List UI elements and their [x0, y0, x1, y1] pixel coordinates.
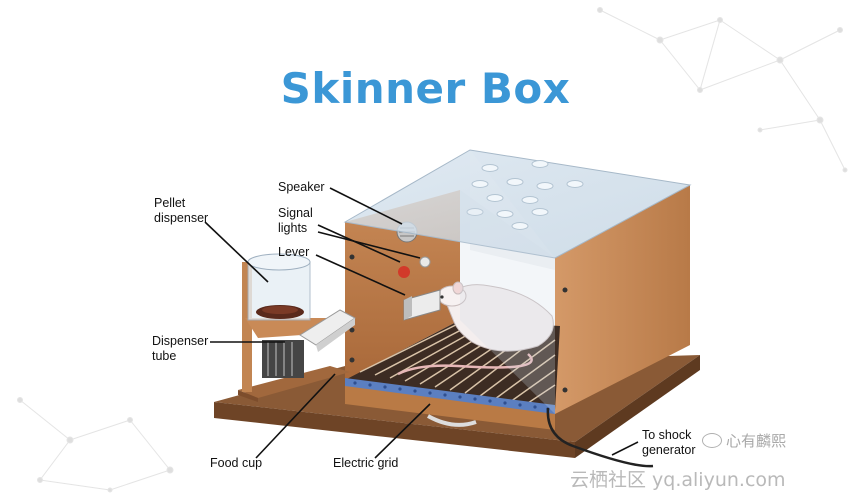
signal-lights-label-line2: lights: [278, 221, 308, 235]
rat: [397, 281, 554, 376]
glass-lid: [343, 149, 692, 259]
shock-cable: [546, 407, 654, 468]
watermark-site: 云栖社区 yq.aliyun.com: [570, 469, 786, 491]
lever-assembly: [403, 289, 441, 321]
electric-grid-label: Electric grid: [333, 456, 399, 470]
right-wall: [555, 185, 690, 414]
glass-front-pane: [460, 190, 555, 414]
pellet-dispenser: [238, 253, 356, 402]
food-cup-label: Food cup: [210, 456, 263, 470]
shock-generator-label-line1: To shock: [642, 428, 692, 442]
speaker-label: Speaker: [278, 180, 325, 194]
dispenser-tube-label: Dispenser tube: [152, 334, 208, 364]
left-wall: [345, 190, 460, 380]
signal-lights-label-line1: Signal: [278, 206, 313, 220]
leader-lines: [204, 187, 639, 459]
page-title: Skinner Box: [280, 64, 571, 113]
lever-label: Lever: [278, 245, 310, 259]
signal-light-red: [398, 266, 410, 278]
dispenser-tube-label-line1: Dispenser: [152, 334, 209, 348]
wechat-icon: [702, 433, 722, 448]
shock-generator-label: To shock generator: [642, 428, 696, 458]
pellet-dispenser-label-line1: Pellet: [154, 196, 186, 210]
signal-lights-label: Signal lights: [278, 206, 313, 236]
watermark-brand: 心有麟熙: [702, 430, 786, 451]
shock-generator-label-line2: generator: [642, 443, 696, 457]
signal-light-white: [419, 256, 431, 268]
pellet-dispenser-label-line2: dispenser: [154, 211, 209, 225]
dispenser-tube-label-line2: tube: [152, 349, 177, 363]
pellet-dispenser-label: Pellet dispenser: [154, 196, 208, 226]
watermark-brand-text: 心有麟熙: [726, 432, 787, 450]
